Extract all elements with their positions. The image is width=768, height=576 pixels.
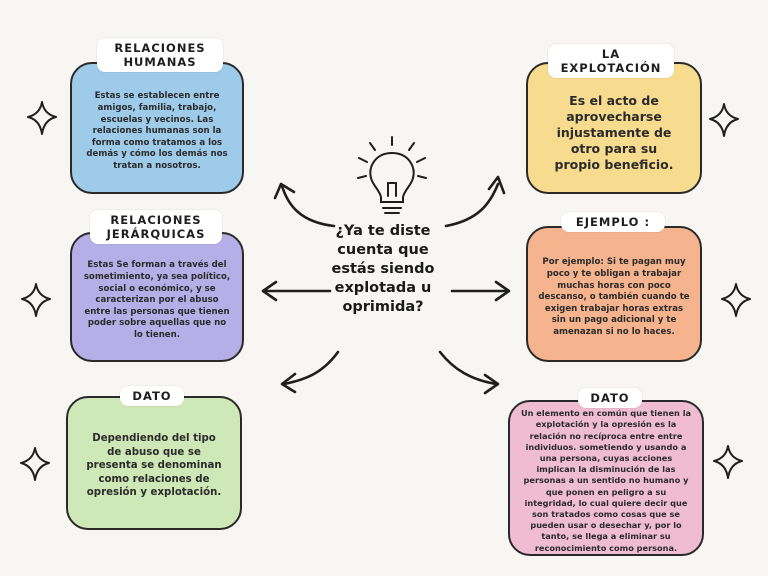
explotacion-text: Es el acto de aprovecharse injustamente … [554,93,674,172]
dato-right-text: Un elemento en común que tienen la explo… [520,408,692,553]
sparkle-icon [713,445,743,479]
lightbulb-icon [357,136,427,214]
sparkle-icon [20,447,50,481]
arrow-to-explotacion [444,182,500,228]
arrow-to-dato-right [438,350,498,386]
dato-right-title: DATO [578,388,642,408]
explotacion-card: Es el acto de aprovecharse injustamente … [526,62,702,194]
explotacion-title: LA EXPLOTACIÓN [548,44,674,78]
relaciones-jerarquicas-title: RELACIONES JERÁRQUICAS [90,210,222,244]
arrow-to-relaciones-humanas [280,184,336,228]
arrow-to-dato-left [282,350,340,386]
sparkle-icon [21,283,51,317]
sparkle-icon [709,103,739,137]
ejemplo-card: Por ejemplo: Si te pagan muy poco y te o… [526,226,702,362]
ejemplo-title: EJEMPLO : [561,212,665,232]
dato-left-title: DATO [120,386,184,406]
dato-right-card: Un elemento en común que tienen la explo… [508,400,704,556]
relaciones-humanas-title: RELACIONES HUMANAS [97,38,223,72]
central-question: ¿Ya te diste cuenta que estás siendo exp… [331,223,435,315]
dato-left-text: Dependiendo del tipo de abuso que se pre… [86,433,222,499]
relaciones-jerarquicas-card: Estas Se forman a través del sometimient… [70,232,244,362]
sparkle-icon [27,101,57,135]
relaciones-humanas-card: Estas se establecen entre amigos, famili… [70,62,244,194]
ejemplo-text: Por ejemplo: Si te pagan muy poco y te o… [538,257,690,337]
relaciones-jerarquicas-text: Estas Se forman a través del sometimient… [83,260,231,340]
relaciones-humanas-text: Estas se establecen entre amigos, famili… [86,91,228,171]
sparkle-icon [721,283,751,317]
dato-left-card: Dependiendo del tipo de abuso que se pre… [66,396,242,530]
